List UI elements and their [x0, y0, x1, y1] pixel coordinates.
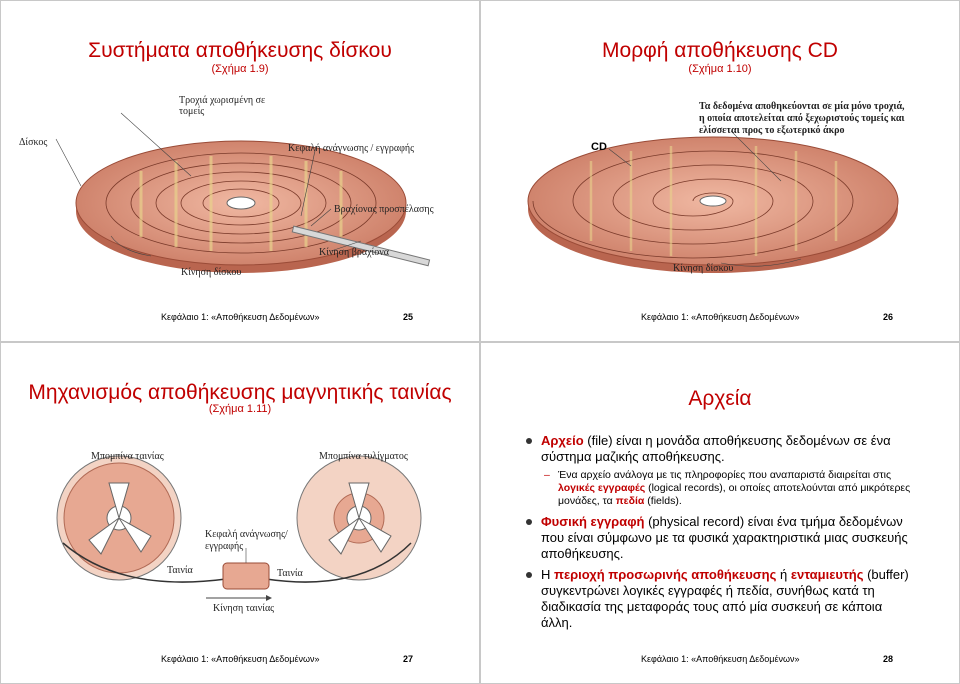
caption-tape-motion: Κίνηση ταινίας: [213, 603, 275, 614]
caption-disk: Δίσκος: [19, 137, 48, 148]
caption-track: Τροχιά χωρισμένη σε τομείς: [179, 95, 266, 117]
caption-cd: CD: [591, 141, 607, 153]
sub-bullet-text: Ένα αρχείο ανάλογα με τις πληροφορίες πο…: [558, 469, 892, 481]
cd-figure: [527, 130, 899, 273]
bullet-list: Αρχείο (file) είναι η μονάδα αποθήκευσης…: [526, 433, 911, 636]
slide-title: Συστήματα αποθήκευσης δίσκου: [88, 39, 392, 62]
sub-bullet-text: (logical records), οι οποίες αποτελούντα…: [558, 482, 911, 507]
slide-26: Μορφή αποθήκευσης CD (Σχήμα 1.10) CD Τα …: [480, 0, 960, 342]
bullet-text: (buffer) συγκεντρώνει λογικές εγγραφές ή…: [541, 567, 909, 630]
caption-head: Κεφαλή ανάγνωσης / εγγραφής: [288, 143, 415, 154]
term-fields: πεδία: [615, 495, 645, 507]
slide-footer: Κεφάλαιο 1: «Αποθήκευση Δεδομένων»: [161, 312, 320, 322]
slide-subtitle: (Σχήμα 1.10): [688, 63, 752, 75]
bullet-text: (physical record) είναι ένα τμήμα δεδομέ…: [541, 514, 908, 561]
caption-tape-right: Ταινία: [277, 568, 303, 579]
page-number: 27: [403, 654, 414, 664]
slide-28: Αρχεία Αρχείο (file) είναι η μονάδα αποθ…: [480, 342, 960, 684]
slide-footer: Κεφάλαιο 1: «Αποθήκευση Δεδομένων»: [161, 654, 320, 664]
sub-bullet-records: Ένα αρχείο ανάλογα με τις πληροφορίες πο…: [544, 469, 911, 508]
bullet-file: Αρχείο (file) είναι η μονάδα αποθήκευσης…: [526, 433, 911, 508]
slide-footer: Κεφάλαιο 1: «Αποθήκευση Δεδομένων»: [641, 312, 800, 322]
slide-title: Μηχανισμός αποθήκευσης μαγνητικής ταινία…: [28, 381, 452, 404]
caption-disk-motion: Κίνηση δίσκου: [181, 267, 242, 278]
slide-25: Συστήματα αποθήκευσης δίσκου (Σχήμα 1.9): [0, 0, 480, 342]
sub-bullet-text: (fields).: [644, 495, 682, 507]
bullet-buffer: Η περιοχή προσωρινής αποθήκευσης ή ενταμ…: [526, 567, 911, 631]
bullet-text: ή: [776, 567, 791, 582]
caption-head: Κεφαλή ανάγνωσης/εγγραφής: [205, 529, 288, 552]
slide-subtitle: (Σχήμα 1.11): [208, 403, 272, 415]
slide-27: Μηχανισμός αποθήκευσης μαγνητικής ταινία…: [0, 342, 480, 684]
term-file: Αρχείο: [541, 433, 584, 448]
slide-subtitle: (Σχήμα 1.9): [211, 63, 269, 75]
caption-disk-motion: Κίνηση δίσκου: [673, 263, 734, 274]
slide-title: Αρχεία: [688, 387, 752, 410]
slide-footer: Κεφάλαιο 1: «Αποθήκευση Δεδομένων»: [641, 654, 800, 664]
term-physical-record: Φυσική εγγραφή: [541, 514, 645, 529]
bullet-physical-record: Φυσική εγγραφή (physical record) είναι έ…: [526, 514, 911, 562]
caption-cd-note: Τα δεδομένα αποθηκεύονται σε μία μόνο τρ…: [699, 101, 905, 136]
bullet-text: (file) είναι η μονάδα αποθήκευσης δεδομέ…: [541, 433, 891, 464]
caption-reel-left: Μπομπίνα ταινίας: [91, 451, 164, 462]
slide-title: Μορφή αποθήκευσης CD: [602, 39, 838, 62]
disk-figure: [55, 112, 431, 273]
page-number: 26: [883, 312, 894, 322]
caption-arm: Βραχίονας προσπέλασης: [334, 204, 434, 215]
term-buffer-area: περιοχή προσωρινής αποθήκευσης: [554, 567, 777, 582]
caption-arm-motion: Κίνηση βραχίονα: [319, 247, 389, 258]
term-logical-records: λογικές εγγραφές: [558, 482, 646, 494]
term-buffer: ενταμιευτής: [790, 567, 864, 582]
page-number: 28: [883, 654, 894, 664]
bullet-text: Η: [541, 567, 554, 582]
tape-figure: [56, 455, 422, 601]
page-number: 25: [403, 312, 414, 322]
caption-tape-left: Ταινία: [167, 565, 193, 576]
caption-reel-right: Μπομπίνα τυλίγματος: [319, 451, 408, 462]
